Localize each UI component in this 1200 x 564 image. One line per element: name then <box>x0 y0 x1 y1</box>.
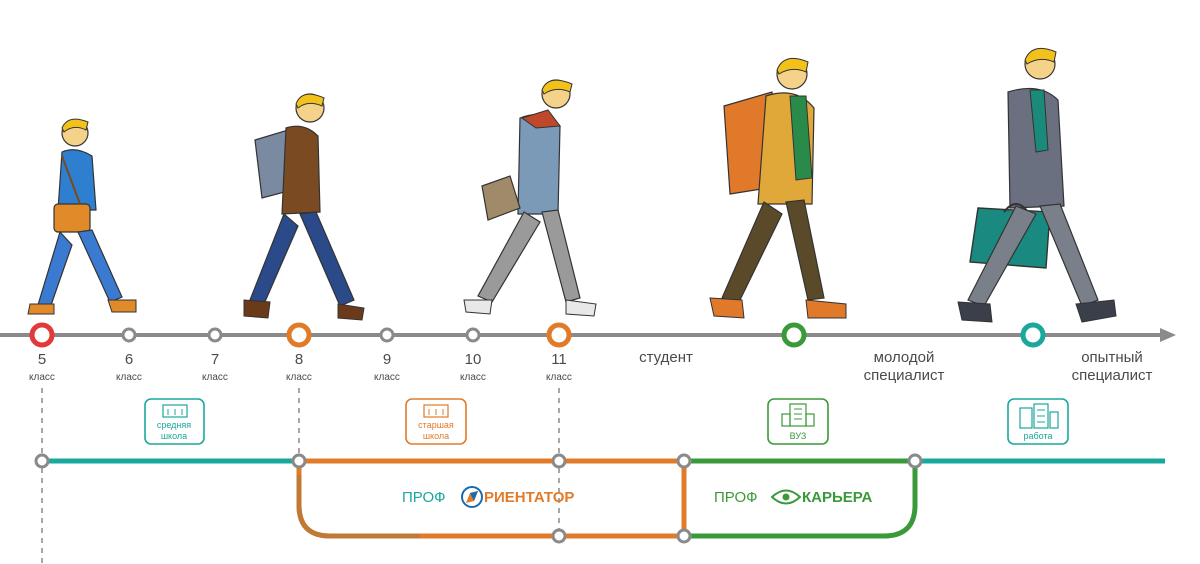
walking-man-with-briefcase-icon <box>957 47 1117 323</box>
track-node <box>676 528 692 544</box>
orientator-prefix: ПРОФ <box>402 489 446 506</box>
grade-5-label: класс <box>29 372 55 383</box>
marker-grade-7 <box>207 327 223 343</box>
marker-grade-8 <box>286 322 312 348</box>
office-building-icon <box>1019 403 1059 429</box>
track-node <box>291 453 307 469</box>
compass-icon <box>461 486 483 508</box>
career-name: КАРЬЕРА <box>802 489 872 506</box>
badge-work-label: работа <box>1024 431 1053 441</box>
grade-11-label: класс <box>546 372 572 383</box>
grade-6-label: класс <box>116 372 142 383</box>
stage-young-line2: специалист <box>864 367 945 384</box>
marker-grade-9 <box>379 327 395 343</box>
marker-experienced-specialist <box>1020 322 1046 348</box>
grade-7-label: класс <box>202 372 228 383</box>
badge-work: работа <box>1007 398 1069 445</box>
marker-grade-10 <box>465 327 481 343</box>
program-career: ПРОФ КАРЬЕРА <box>714 489 872 506</box>
grade-5-number: 5 <box>38 351 46 368</box>
grade-10-label: класс <box>460 372 486 383</box>
badge-university-label: ВУЗ <box>790 431 807 441</box>
marker-young-specialist <box>781 322 807 348</box>
badge-high-school-line2: школа <box>423 431 449 441</box>
leaf-eye-icon <box>770 489 802 505</box>
program-orientator: ПРОФ РИЕНТАТОР <box>402 486 574 508</box>
career-prefix: ПРОФ <box>714 489 758 506</box>
track-node <box>907 453 923 469</box>
track-node <box>551 453 567 469</box>
badge-university: ВУЗ <box>767 398 829 445</box>
grade-6-number: 6 <box>125 351 133 368</box>
school-building-icon <box>423 404 449 418</box>
walking-boy-with-satchel-icon <box>27 118 137 315</box>
grade-9-number: 9 <box>383 351 391 368</box>
school-building-icon <box>162 404 188 418</box>
stage-student-label: студент <box>639 349 693 366</box>
track-node <box>551 528 567 544</box>
grade-8-label: класс <box>286 372 312 383</box>
grade-7-number: 7 <box>211 351 219 368</box>
track-orientator-accent <box>296 475 420 539</box>
marker-grade-11 <box>546 322 572 348</box>
badge-middle-school-line1: средняя <box>157 420 191 430</box>
timeline-arrow <box>1160 328 1176 342</box>
badge-high-school-line1: старшая <box>418 420 454 430</box>
badge-middle-school: средняя школа <box>144 398 205 445</box>
track-node <box>34 453 50 469</box>
grade-10-number: 10 <box>465 351 482 368</box>
grade-11-number: 11 <box>551 351 567 368</box>
stage-experienced-line2: специалист <box>1072 367 1153 384</box>
university-building-icon <box>781 403 815 427</box>
marker-grade-5 <box>29 322 55 348</box>
walking-student-with-backpack-icon <box>709 57 847 319</box>
stage-young-line1: молодой <box>874 349 935 366</box>
badge-high-school: старшая школа <box>405 398 467 445</box>
stage-experienced-line1: опытный <box>1081 349 1143 366</box>
marker-grade-6 <box>121 327 137 343</box>
orientator-name: РИЕНТАТОР <box>484 489 574 506</box>
track-career-loop <box>684 458 918 539</box>
badge-middle-school-line2: школа <box>161 431 187 441</box>
walking-boy-with-backpack-icon <box>243 93 365 321</box>
walking-teen-with-shoulder-bag-icon <box>463 79 597 317</box>
track-node <box>676 453 692 469</box>
grade-8-number: 8 <box>295 351 303 368</box>
grade-9-label: класс <box>374 372 400 383</box>
